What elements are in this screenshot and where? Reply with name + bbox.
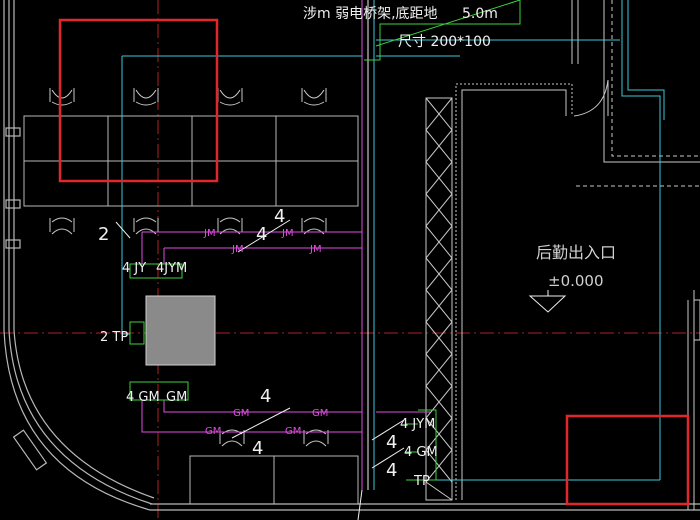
- outlet-label: 4JYM: [156, 261, 187, 276]
- cyan-conduits: [121, 0, 665, 481]
- logistics-room-walls: [455, 0, 700, 510]
- jm-label: JM: [309, 244, 322, 255]
- jm-label: JM: [281, 228, 294, 239]
- count-label: 4: [252, 438, 263, 459]
- outlet-box-tp-left: [129, 321, 145, 345]
- outlet-box-gm-left: [129, 381, 189, 401]
- logistics-entrance-label: 后勤出入口: [536, 243, 616, 262]
- jm-cable-runs: [141, 231, 430, 433]
- jm-label: JM: [231, 244, 244, 255]
- outlet-label: 2 TP: [100, 330, 128, 345]
- highlight-box-bottom-right: [565, 414, 690, 506]
- structural-column: [145, 295, 216, 366]
- count-label: 4: [256, 224, 267, 245]
- green-outlet-groups: [129, 0, 521, 481]
- outlet-label: TP: [413, 474, 430, 489]
- count-label: 2: [98, 224, 109, 245]
- tray-size: 尺寸 200*100: [398, 34, 491, 50]
- highlight-box-top-left: [58, 18, 219, 183]
- count-slashes: [115, 219, 567, 469]
- outlet-label: 4 JY: [122, 261, 146, 276]
- workstations: [23, 115, 359, 505]
- cable-tray-vertical: [357, 0, 375, 520]
- outlet-label: 4 GM: [404, 445, 438, 460]
- jm-label: JM: [203, 228, 216, 239]
- elevation-label: ±0.000: [548, 272, 604, 290]
- gm-label: GM: [312, 408, 328, 419]
- outlet-label: GM: [166, 390, 187, 405]
- gm-label: GM: [233, 408, 249, 419]
- count-label: 4: [260, 386, 271, 407]
- outlet-label: 4 JYM: [400, 417, 435, 432]
- tray-note: 涉m 弱电桥架,底距地: [303, 6, 438, 22]
- gm-label: GM: [205, 426, 221, 437]
- chairs: [49, 88, 329, 447]
- outlet-box-jy-top: [129, 263, 183, 279]
- outlet-label: 4 GM: [126, 390, 160, 405]
- count-label: 4: [386, 460, 397, 481]
- count-label: 4: [386, 432, 397, 453]
- gm-label: GM: [285, 426, 301, 437]
- truss-wall: [425, 97, 453, 501]
- tray-height: 5.0m: [462, 6, 498, 22]
- count-label: 4: [274, 206, 285, 227]
